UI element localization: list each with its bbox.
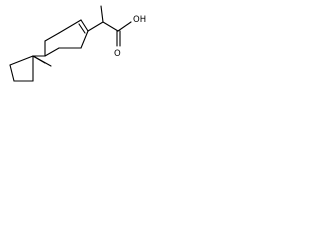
chemical-structure-diagram: O OH	[9, 5, 146, 82]
cyclohexene-ring	[44, 19, 89, 57]
bond	[44, 32, 60, 42]
oxygen-label: O	[114, 49, 121, 59]
bond	[102, 21, 119, 32]
bond	[87, 21, 104, 32]
bond	[58, 19, 82, 34]
double-bond	[80, 19, 89, 32]
bond	[9, 64, 15, 82]
methyl-bond	[32, 55, 52, 67]
double-bond-inner	[78, 23, 86, 34]
hydroxyl-bond	[117, 21, 132, 32]
hydroxyl-label: OH	[133, 15, 146, 25]
bond	[80, 30, 89, 49]
methyl-bond	[100, 5, 104, 23]
propanoic-acid-chain	[87, 5, 132, 47]
bond	[9, 55, 34, 66]
bond	[44, 47, 60, 57]
